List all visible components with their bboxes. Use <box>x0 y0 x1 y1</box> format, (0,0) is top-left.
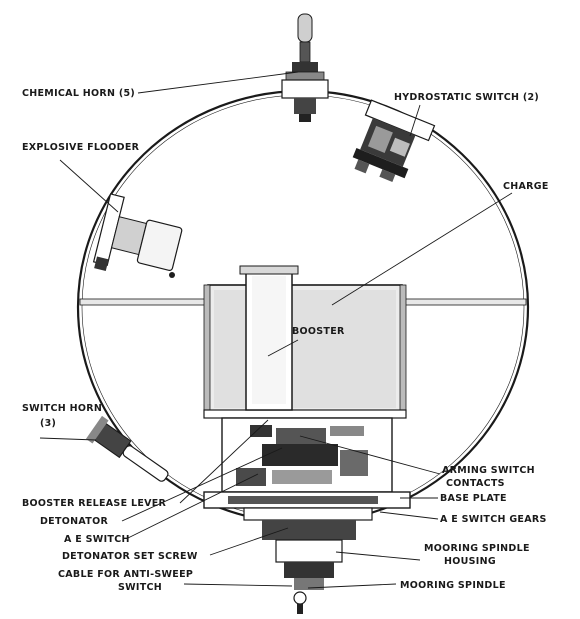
label-charge: CHARGE <box>503 181 549 192</box>
label-detonator: DETONATOR <box>40 516 108 527</box>
labels: CHEMICAL HORN (5) HYDROSTATIC SWITCH (2)… <box>22 88 549 593</box>
label-cable-anti-sweep-switch: SWITCH <box>118 582 162 593</box>
booster-tube <box>239 265 299 411</box>
charge-container <box>203 284 407 419</box>
label-mooring-spindle: MOORING SPINDLE <box>400 580 506 591</box>
label-booster-release-lever: BOOSTER RELEASE LEVER <box>22 498 167 509</box>
rivet-dot <box>169 272 175 278</box>
label-cable-anti-sweep: CABLE FOR ANTI-SWEEP <box>58 569 193 580</box>
label-explosive-flooder: EXPLOSIVE FLOODER <box>22 142 140 153</box>
label-switch-horn-count: (3) <box>40 418 56 429</box>
label-base-plate: BASE PLATE <box>440 493 507 504</box>
chemical-horn <box>281 13 329 122</box>
label-mooring-spindle-housing: MOORING SPINDLE <box>424 543 530 554</box>
label-arming-switch-contacts: CONTACTS <box>446 478 505 489</box>
label-ae-switch-gears: A E SWITCH GEARS <box>440 514 547 525</box>
label-ae-switch: A E SWITCH <box>64 534 130 545</box>
label-hydrostatic-switch: HYDROSTATIC SWITCH (2) <box>394 92 539 103</box>
label-detonator-set-screw: DETONATOR SET SCREW <box>62 551 198 562</box>
leader-lines <box>39 71 513 589</box>
label-mooring-spindle-housing-2: HOUSING <box>444 556 496 567</box>
switch-horn <box>85 415 169 482</box>
label-chemical-horn: CHEMICAL HORN (5) <box>22 88 135 99</box>
label-arming-switch: ARMING SWITCH <box>442 465 535 476</box>
label-booster: BOOSTER <box>292 326 345 337</box>
label-switch-horn: SWITCH HORN <box>22 403 102 414</box>
hydrostatic-switch <box>352 99 436 182</box>
explosive-flooder <box>92 193 183 272</box>
